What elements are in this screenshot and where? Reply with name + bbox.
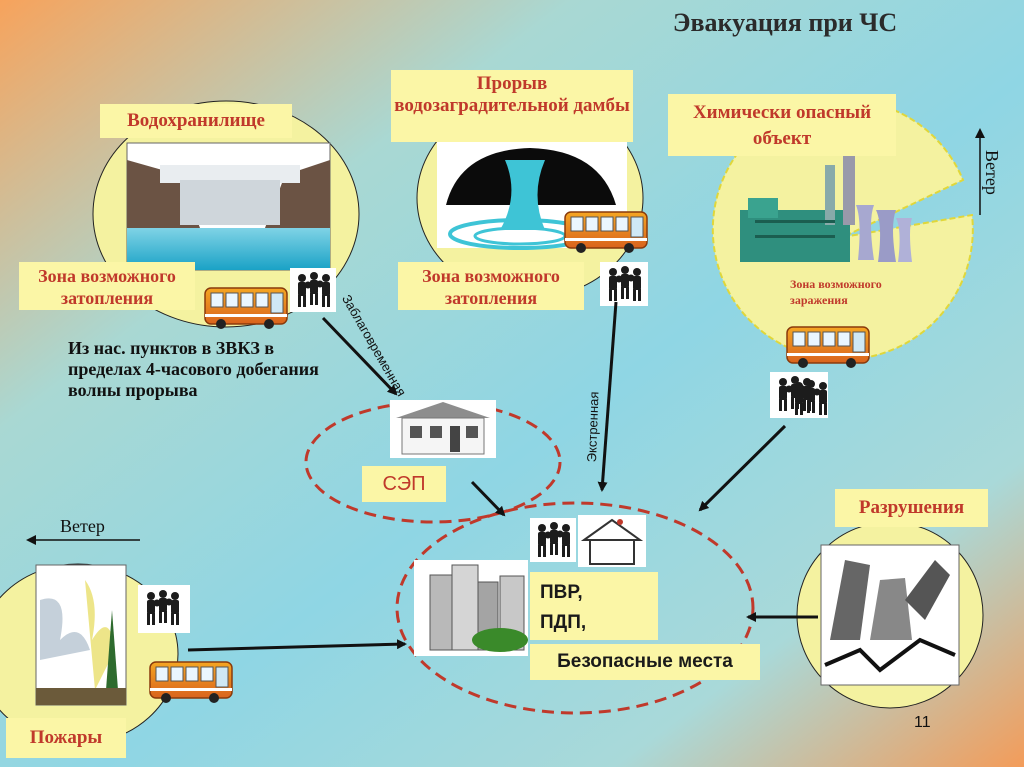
contamination-zone-label: Зона возможного заражения: [790, 277, 882, 307]
factory-picture: [740, 150, 912, 262]
fires-evacuation-arrow: [187, 639, 407, 652]
chemical-evacuation-arrow: [698, 424, 787, 512]
destruction-zone: [796, 521, 984, 709]
safe-zone-dashed-circle: [395, 501, 755, 715]
shelter-labels: ПВР, ПДП,: [530, 572, 658, 640]
bus-icon: [204, 287, 288, 330]
bus-icon: [564, 211, 648, 254]
page-title: Эвакуация при ЧС: [672, 8, 898, 37]
people-icon: [138, 585, 190, 633]
flood-zone-label-right: Зона возможного затопления: [398, 262, 584, 310]
wind-label-right: Ветер: [982, 150, 1002, 195]
house-icon: [390, 400, 496, 458]
bus-icon: [786, 326, 870, 369]
chemical-object-label: Химически опасный объект: [668, 94, 896, 156]
fires-zone: [0, 563, 179, 745]
people-icon: [770, 372, 828, 418]
wind-label-left: Ветер: [60, 516, 105, 536]
reservoir-label: Водохранилище: [100, 104, 292, 138]
pvr-label: ПВР,: [540, 582, 583, 603]
flood-zone-label-left: Зона возможного затопления: [19, 262, 195, 310]
sep-to-safe-arrow: [470, 480, 506, 517]
city-buildings-picture: [414, 560, 528, 656]
fires-label: Пожары: [6, 718, 126, 758]
emergency-evacuation-arrow: [597, 301, 618, 492]
sep-label: СЭП: [362, 466, 446, 502]
destruction-label: Разрушения: [835, 489, 988, 527]
people-icon: [530, 518, 576, 562]
chemical-contamination-zone: [711, 98, 974, 361]
bus-icon: [149, 661, 233, 704]
people-icon: [290, 268, 336, 312]
pdp-label: ПДП,: [540, 612, 587, 633]
ruined-house-icon: [578, 515, 646, 567]
emergency-evacuation-label: Экстренная: [584, 391, 602, 463]
sep-dashed-circle: [304, 400, 562, 524]
advance-evacuation-arrow: [321, 316, 398, 396]
dam-breach-label: Прорыв водозаградительной дамбы: [391, 70, 633, 142]
safe-places-label: Безопасные места: [530, 644, 760, 680]
people-icon: [600, 262, 648, 306]
page-number: 11: [914, 714, 931, 731]
settlements-note: Из нас. пунктов в ЗВКЗ в пределах 4-часо…: [68, 338, 319, 400]
